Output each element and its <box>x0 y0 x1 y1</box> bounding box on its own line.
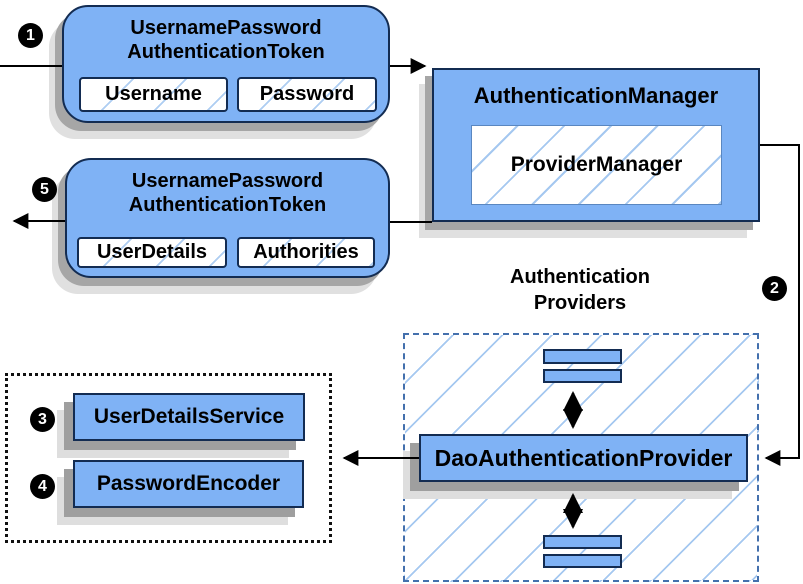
step-badge-4: 4 <box>30 474 55 499</box>
request-token-box: UsernamePassword AuthenticationToken Use… <box>62 5 390 123</box>
request-token-title: UsernamePassword AuthenticationToken <box>64 16 388 64</box>
provider-placeholder-bar <box>543 535 622 549</box>
user-details-service-box: UserDetailsService <box>73 393 305 441</box>
password-field-box: Password <box>237 77 377 112</box>
step-badge-2: 2 <box>762 276 787 301</box>
request-token-title-line1: UsernamePassword <box>130 17 322 39</box>
authentication-manager-box: AuthenticationManager ProviderManager <box>432 68 760 222</box>
response-token-title: UsernamePassword AuthenticationToken <box>67 169 388 217</box>
authentication-manager-title: AuthenticationManager <box>473 83 719 108</box>
provider-placeholder-bar <box>543 369 622 383</box>
step-badge-1: 1 <box>18 23 43 48</box>
provider-placeholder-bar <box>543 349 622 364</box>
authorities-field-box: Authorities <box>237 237 375 268</box>
provider-manager-box: ProviderManager <box>471 125 722 205</box>
username-field-box: Username <box>79 77 228 112</box>
provider-placeholder-bar <box>543 554 622 568</box>
step-badge-3: 3 <box>30 407 55 432</box>
authentication-providers-label-line1: Authentication <box>510 266 650 288</box>
authentication-providers-label: Authentication Providers <box>460 264 700 316</box>
collaborators-group <box>5 373 332 543</box>
response-token-title-line2: AuthenticationToken <box>128 194 327 216</box>
arrow-manager-to-provider <box>760 144 800 466</box>
authentication-providers-label-line2: Providers <box>533 292 627 314</box>
dao-authentication-provider-box: DaoAuthenticationProvider <box>419 434 748 482</box>
password-encoder-box: PasswordEncoder <box>73 460 304 508</box>
response-token-title-line1: UsernamePassword <box>131 170 324 192</box>
response-token-box: UsernamePassword AuthenticationToken Use… <box>65 158 390 278</box>
userdetails-field-box: UserDetails <box>77 237 227 268</box>
step-badge-5: 5 <box>32 177 57 202</box>
request-token-title-line2: AuthenticationToken <box>127 41 325 63</box>
